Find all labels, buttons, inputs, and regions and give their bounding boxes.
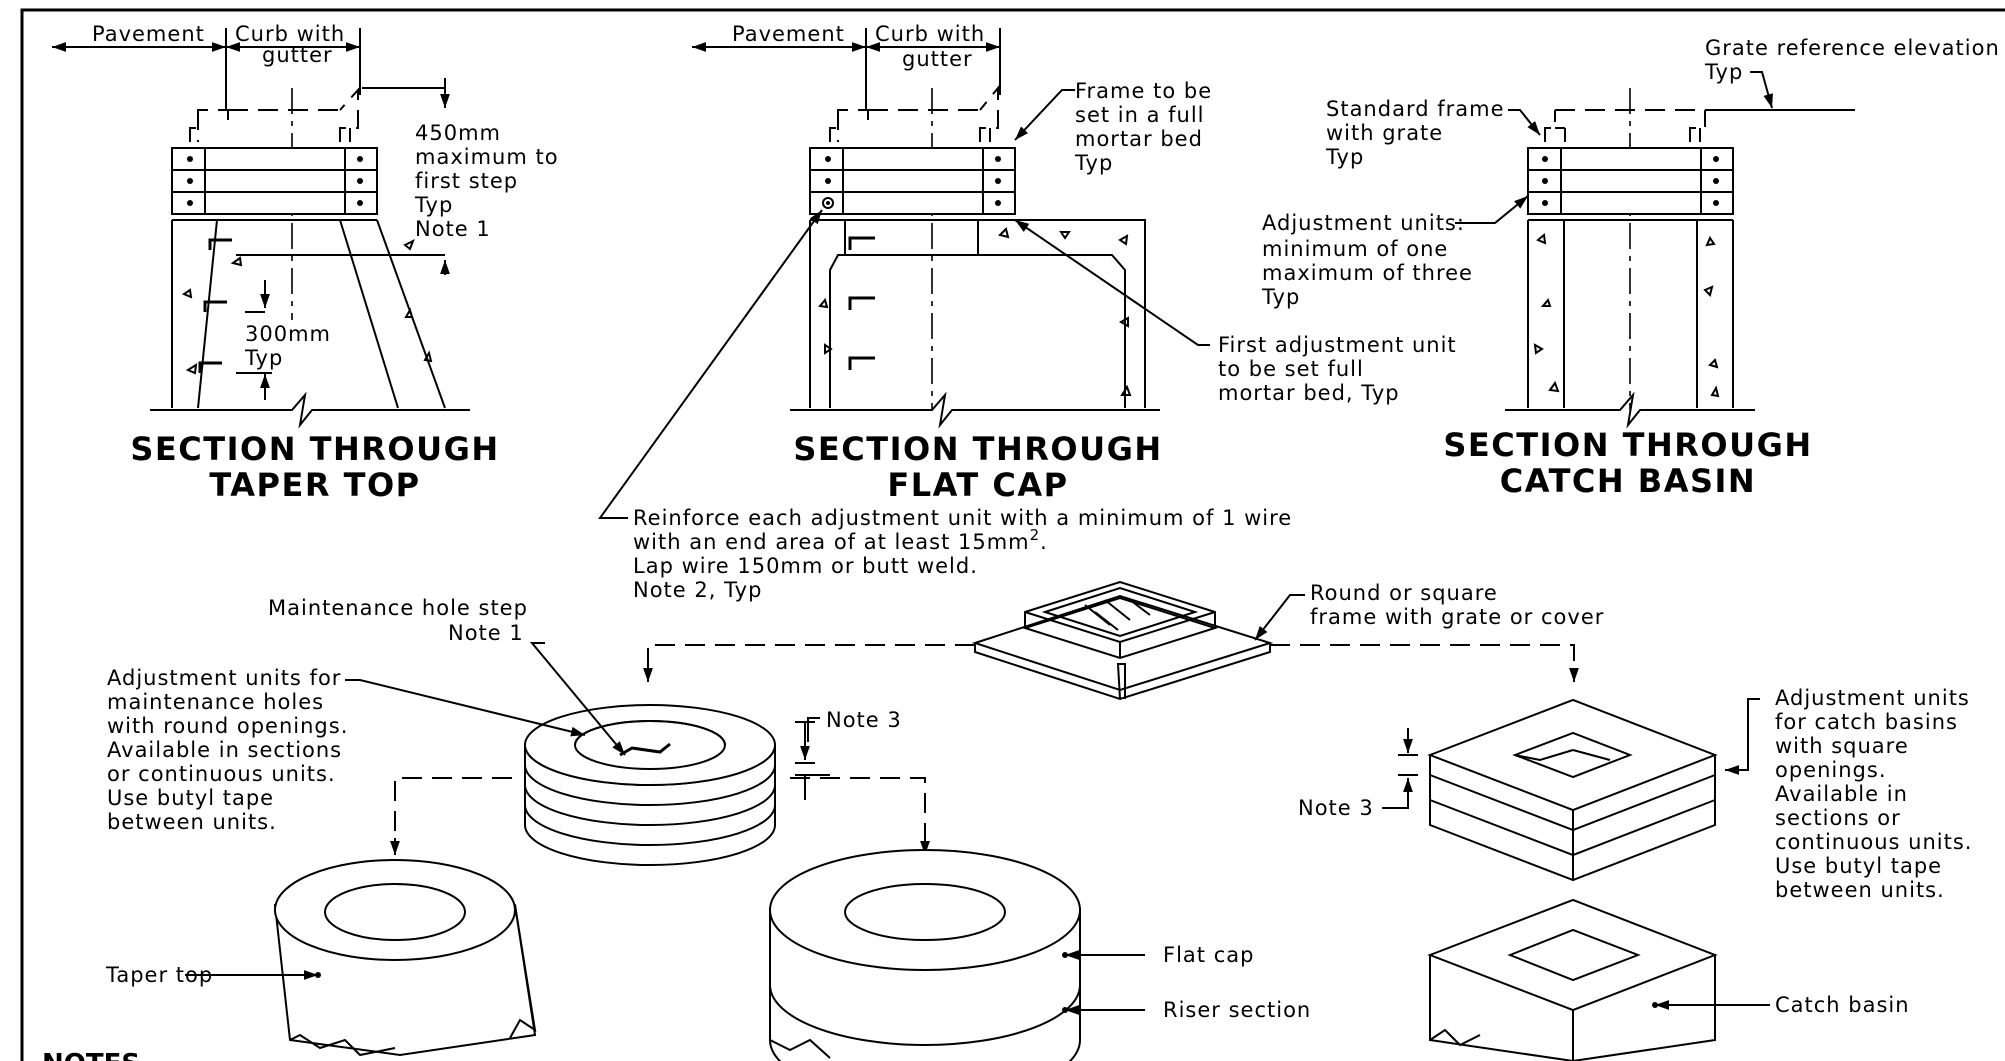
- grate-label-1: Grate reference elevation: [1705, 36, 2000, 60]
- square-adjustment-units: [1427, 698, 1718, 882]
- round-units-2: maintenance holes: [107, 690, 324, 714]
- mh-step-1: Maintenance hole step: [268, 596, 528, 620]
- first-unit-note-3: mortar bed, Typ: [1218, 381, 1400, 405]
- maintenance-hole-steps: [198, 238, 232, 373]
- dashed-guide: [394, 777, 512, 845]
- frame-outline-dashed: [189, 109, 229, 142]
- flat-cap-riser-iso: [769, 849, 1081, 1061]
- round-units-1: Adjustment units for: [107, 666, 341, 690]
- round-units-6: Use butyl tape: [107, 786, 274, 810]
- square-units-3: with square: [1775, 734, 1909, 758]
- frame-note-4: Typ: [1074, 151, 1113, 175]
- square-units-6: sections or: [1775, 806, 1901, 830]
- round-units-5: or continuous units.: [107, 762, 336, 786]
- note3-round: Note 3: [826, 708, 902, 732]
- pavement-label: Pavement: [92, 22, 205, 46]
- taper-top-iso: [273, 859, 537, 1057]
- frame-with-grate: [971, 580, 1274, 701]
- taper-top-label: Taper top: [105, 963, 213, 987]
- reinforce-line-1: Reinforce each adjustment unit with a mi…: [633, 506, 1292, 530]
- square-units-8: Use butyl tape: [1775, 854, 1942, 878]
- frame-note-2: set in a full: [1075, 103, 1205, 127]
- square-units-2: for catch basins: [1775, 710, 1958, 734]
- flat-cap-section: Pavement Curb with gutter Frame to be se…: [598, 22, 1457, 519]
- step-symbol: [619, 742, 671, 757]
- drawing-border: [20, 8, 2005, 1061]
- flat-cap-title-2: FLAT CAP: [887, 466, 1068, 504]
- adjust-units-1: Adjustment units:: [1262, 211, 1465, 235]
- curb-label-2: gutter: [902, 47, 973, 71]
- taper-wall: [171, 219, 446, 409]
- adjustment-unit-stack: [171, 147, 378, 215]
- step-spacing-1: 300mm: [245, 322, 331, 346]
- standard-frame-2: with grate: [1326, 121, 1443, 145]
- note3-square: Note 3: [1298, 796, 1374, 820]
- frame-label-1: Round or square: [1310, 581, 1498, 605]
- taper-title-1: SECTION THROUGH: [130, 430, 499, 468]
- catch-basin-label: Catch basin: [1775, 993, 1910, 1017]
- dashed-guide: [647, 644, 975, 680]
- curb-label-2: gutter: [262, 43, 333, 67]
- catch-basin-iso: [1427, 898, 1718, 1061]
- frame-note-3: mortar bed: [1075, 127, 1203, 151]
- reinforce-line-2: with an end area of at least 15mm2.: [633, 526, 1048, 554]
- curb-label-1: Curb with: [875, 22, 985, 46]
- isometric-views: Round or square frame with grate or cove…: [105, 580, 1972, 1061]
- catch-basin-walls: [1527, 219, 1734, 408]
- riser-section-label: Riser section: [1163, 998, 1311, 1022]
- max-note-3: first step: [415, 169, 518, 193]
- reinforce-line-4: Note 2, Typ: [633, 578, 762, 602]
- taper-title-2: TAPER TOP: [209, 466, 420, 504]
- round-adjustment-rings: [524, 704, 776, 866]
- square-units-7: continuous units.: [1775, 830, 1972, 854]
- frame-note-1: Frame to be: [1075, 79, 1212, 103]
- flat-cap-title-1: SECTION THROUGH: [793, 430, 1162, 468]
- flat-cap-label: Flat cap: [1163, 943, 1254, 967]
- adjustment-unit-stack: [809, 147, 1016, 215]
- first-unit-note-1: First adjustment unit: [1218, 333, 1457, 357]
- max-note-4: Typ: [414, 193, 453, 217]
- ground-line: [150, 391, 470, 429]
- flat-cap-slab: [809, 219, 1146, 408]
- standard-frame-3: Typ: [1325, 145, 1364, 169]
- catch-basin-title-1: SECTION THROUGH: [1443, 426, 1812, 464]
- square-units-1: Adjustment units: [1775, 686, 1970, 710]
- step-spacing-2: Typ: [244, 346, 283, 370]
- square-units-9: between units.: [1775, 878, 1945, 902]
- dashed-guide: [790, 777, 926, 845]
- max-note-2: maximum to: [415, 145, 559, 169]
- dashed-guide: [1270, 644, 1575, 680]
- standard-frame-1: Standard frame: [1326, 97, 1504, 121]
- max-note-1: 450mm: [415, 121, 501, 145]
- round-units-7: between units.: [107, 810, 277, 834]
- first-unit-note-2: to be set full: [1218, 357, 1364, 381]
- pavement-label: Pavement: [732, 22, 845, 46]
- round-units-4: Available in sections: [107, 738, 342, 762]
- reinforce-line-3: Lap wire 150mm or butt weld.: [633, 554, 978, 578]
- adjust-units-3: maximum of three: [1262, 261, 1473, 285]
- grate-label-2: Typ: [1704, 60, 1743, 84]
- mh-step-2: Note 1: [448, 621, 524, 645]
- ground-line: [790, 391, 1160, 429]
- max-note-5: Note 1: [415, 217, 491, 241]
- adjust-units-4: Typ: [1261, 285, 1300, 309]
- catch-basin-title-2: CATCH BASIN: [1500, 462, 1756, 500]
- curb-label-1: Curb with: [235, 22, 345, 46]
- taper-top-section: Pavement Curb with gutter 450mm maximum …: [52, 22, 559, 504]
- square-units-5: Available in: [1775, 782, 1908, 806]
- adjustment-unit-stack: [1527, 147, 1734, 215]
- reinforce-note: Reinforce each adjustment unit with a mi…: [633, 506, 1292, 602]
- adjust-units-2: minimum of one: [1262, 237, 1448, 261]
- square-units-4: openings.: [1775, 758, 1887, 782]
- notes-heading: NOTES: [42, 1049, 140, 1061]
- ground-line: [1505, 391, 1755, 429]
- round-units-3: with round openings.: [107, 714, 348, 738]
- frame-label-2: frame with grate or cover: [1310, 605, 1604, 629]
- catch-basin-section: Grate reference elevation Typ Standard f…: [1261, 36, 2000, 500]
